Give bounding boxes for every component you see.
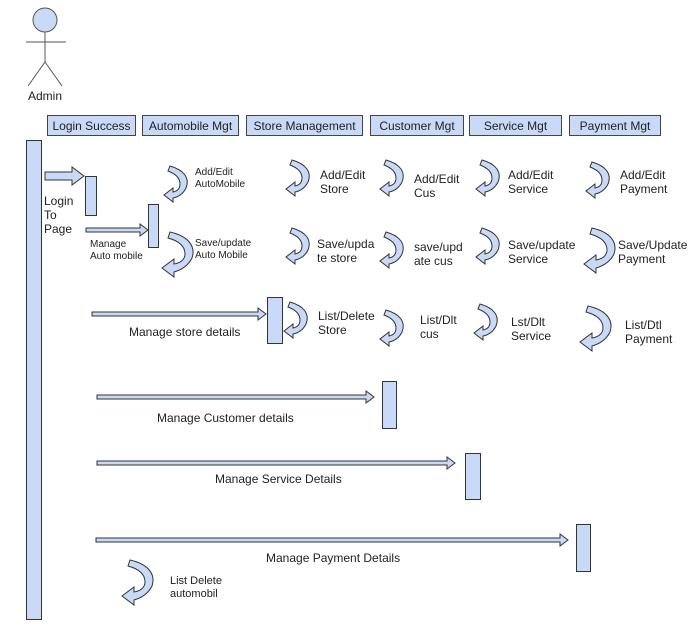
- self-call-store-add-icon: [285, 159, 310, 197]
- payment-save-label: Save/Update Payment: [618, 238, 688, 266]
- login-to-page-label: Login To Page: [44, 194, 74, 236]
- automobile-save-label: Save/update Auto Mobile: [195, 238, 252, 261]
- payment-add-label: Add/Edit Payment: [620, 168, 668, 196]
- manage-store-details-label: Manage store details: [129, 325, 241, 339]
- lifeline-automobile-mgt: Automobile Mgt: [142, 115, 239, 136]
- admin-actor-icon: [26, 7, 66, 87]
- payment-activation-bar: [576, 524, 591, 572]
- customer-save-label: save/upd ate cus: [414, 240, 463, 268]
- store-activation-bar: [267, 297, 283, 344]
- self-call-customer-list-icon: [379, 309, 404, 347]
- manage-payment-arrow: [95, 533, 569, 547]
- self-call-payment-save-icon: [583, 227, 616, 274]
- self-call-payment-list-icon: [579, 305, 612, 352]
- login-arrow: [44, 166, 85, 186]
- automobile-add-label: Add/Edit AutoMobile: [195, 167, 246, 190]
- service-activation-bar: [465, 453, 481, 500]
- lifeline-login-success: Login Success: [47, 115, 136, 136]
- lifeline-store-management: Store Management: [246, 115, 363, 136]
- service-save-label: Save/update Service: [508, 238, 576, 266]
- self-call-store-save-icon: [285, 227, 310, 265]
- service-list-label: Lst/Dlt Service: [511, 315, 552, 343]
- customer-activation-bar: [382, 381, 397, 429]
- self-call-service-add-icon: [475, 159, 500, 197]
- login-activation-bar: [85, 176, 97, 216]
- customer-list-label: List/Dlt cus: [420, 313, 457, 341]
- store-list-label: List/Delete Store: [318, 309, 375, 337]
- payment-list-label: List/Dtl Payment: [625, 318, 673, 346]
- automobile-activation-bar: [148, 204, 159, 248]
- self-call-service-save-icon: [475, 227, 500, 265]
- store-save-label: Save/upda te store: [317, 237, 375, 265]
- self-call-payment-add-icon: [585, 161, 610, 199]
- store-add-label: Add/Edit Store: [320, 168, 366, 196]
- self-call-automobile-save-icon: [161, 231, 194, 278]
- service-add-label: Add/Edit Service: [508, 168, 554, 196]
- manage-service-details-label: Manage Service Details: [215, 472, 342, 486]
- manage-automobile-arrow: [85, 223, 149, 237]
- self-call-customer-save-icon: [379, 231, 404, 269]
- actor-label: Admin: [28, 89, 63, 103]
- customer-add-label: Add/Edit Cus: [414, 172, 460, 200]
- self-call-automobile-add-icon: [163, 165, 188, 203]
- manage-customer-details-label: Manage Customer details: [157, 411, 294, 425]
- self-call-service-list-icon: [473, 303, 498, 341]
- automobile-list-label: List Delete automobil: [170, 575, 222, 600]
- self-call-customer-add-icon: [379, 159, 404, 197]
- admin-activation-bar: [26, 140, 42, 620]
- manage-auto-mobile-label: Manage Auto mobile: [90, 239, 143, 262]
- manage-service-arrow: [96, 456, 456, 470]
- lifeline-customer-mgt: Customer Mgt: [370, 115, 464, 136]
- self-call-automobile-list-icon: [121, 559, 154, 606]
- manage-payment-details-label: Manage Payment Details: [266, 551, 401, 565]
- self-call-store-list-icon: [283, 301, 308, 339]
- manage-store-arrow: [91, 307, 267, 321]
- lifeline-service-mgt: Service Mgt: [469, 115, 562, 136]
- manage-customer-arrow: [96, 390, 375, 404]
- lifeline-payment-mgt: Payment Mgt: [569, 115, 661, 136]
